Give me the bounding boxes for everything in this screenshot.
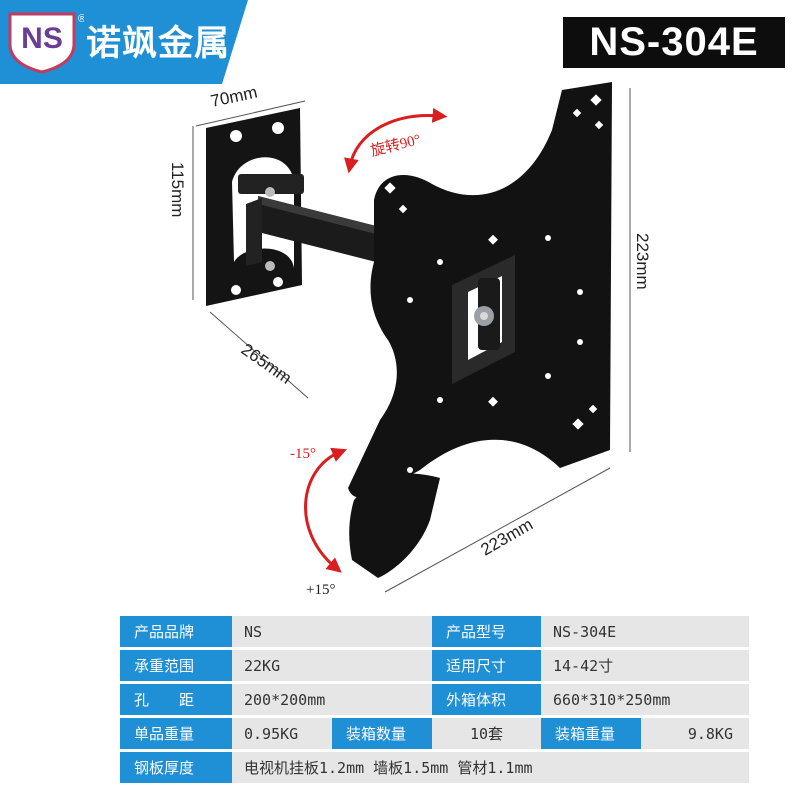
spec-model-value: NS-304E (541, 616, 749, 647)
tilt-arrow-icon (304, 447, 347, 573)
spec-box-weight-label: 装箱重量 (541, 718, 641, 749)
spec-qty-value: 10套 (432, 718, 541, 749)
spec-carton-label: 外箱体积 (432, 684, 541, 715)
tilt-up-label: -15° (290, 446, 316, 462)
spec-unit-weight-value: 0.95KG (232, 718, 332, 749)
spec-brand-label: 产品品牌 (120, 616, 232, 647)
spec-brand-value: NS (232, 616, 432, 647)
spec-row: 承重范围 22KG 适用尺寸 14-42寸 (120, 650, 749, 681)
extension-arm (246, 196, 376, 266)
panel-height-label: 223mm (633, 233, 652, 290)
spec-thickness-label: 钢板厚度 (120, 752, 232, 783)
spec-row: 钢板厚度 电视机挂板1.2mm 墙板1.5mm 管材1.1mm (120, 752, 749, 783)
plate-height-label: 115mm (168, 162, 187, 217)
spec-qty-label: 装箱数量 (332, 718, 432, 749)
model-badge: NS-304E (563, 17, 785, 68)
plate-width-label: 70mm (209, 83, 259, 111)
brand-name: 诺飒金属 (86, 24, 231, 64)
spec-row: 孔 距 200*200mm 外箱体积 660*310*250mm (120, 684, 749, 715)
spec-row: 产品品牌 NS 产品型号 NS-304E (120, 616, 749, 647)
spec-box-weight-value: 9.8KG (641, 718, 749, 749)
spec-carton-value: 660*310*250mm (541, 684, 749, 715)
spec-row: 单品重量 0.95KG 装箱数量 10套 装箱重量 9.8KG (120, 718, 749, 749)
tilt-down-label: +15° (306, 582, 335, 598)
ns-logo-icon: NS ® (8, 12, 84, 74)
spec-hole-label: 孔 距 (120, 684, 232, 715)
spec-load-label: 承重范围 (120, 650, 232, 681)
spec-thickness-value: 电视机挂板1.2mm 墙板1.5mm 管材1.1mm (232, 752, 749, 783)
arm-length-label: 265mm (238, 340, 295, 388)
spec-model-label: 产品型号 (432, 616, 541, 647)
dimension-lines (192, 88, 631, 593)
product-illustration: 70mm 115mm 265mm 223mm 223mm (168, 82, 652, 598)
rotation-label: 旋转90° (369, 131, 423, 160)
tv-mount-panel (348, 82, 612, 578)
rotate-arrow-icon (344, 107, 448, 174)
registered-mark: ® (78, 13, 84, 25)
panel-width-label: 223mm (478, 515, 537, 560)
spec-size-value: 14-42寸 (541, 650, 749, 681)
spec-hole-value: 200*200mm (232, 684, 432, 715)
spec-size-label: 适用尺寸 (432, 650, 541, 681)
spec-load-value: 22KG (232, 650, 432, 681)
spec-table: 产品品牌 NS 产品型号 NS-304E 承重范围 22KG 适用尺寸 14-4… (120, 613, 749, 786)
spec-unit-weight-label: 单品重量 (120, 718, 232, 749)
logo-text: NS (21, 22, 63, 55)
